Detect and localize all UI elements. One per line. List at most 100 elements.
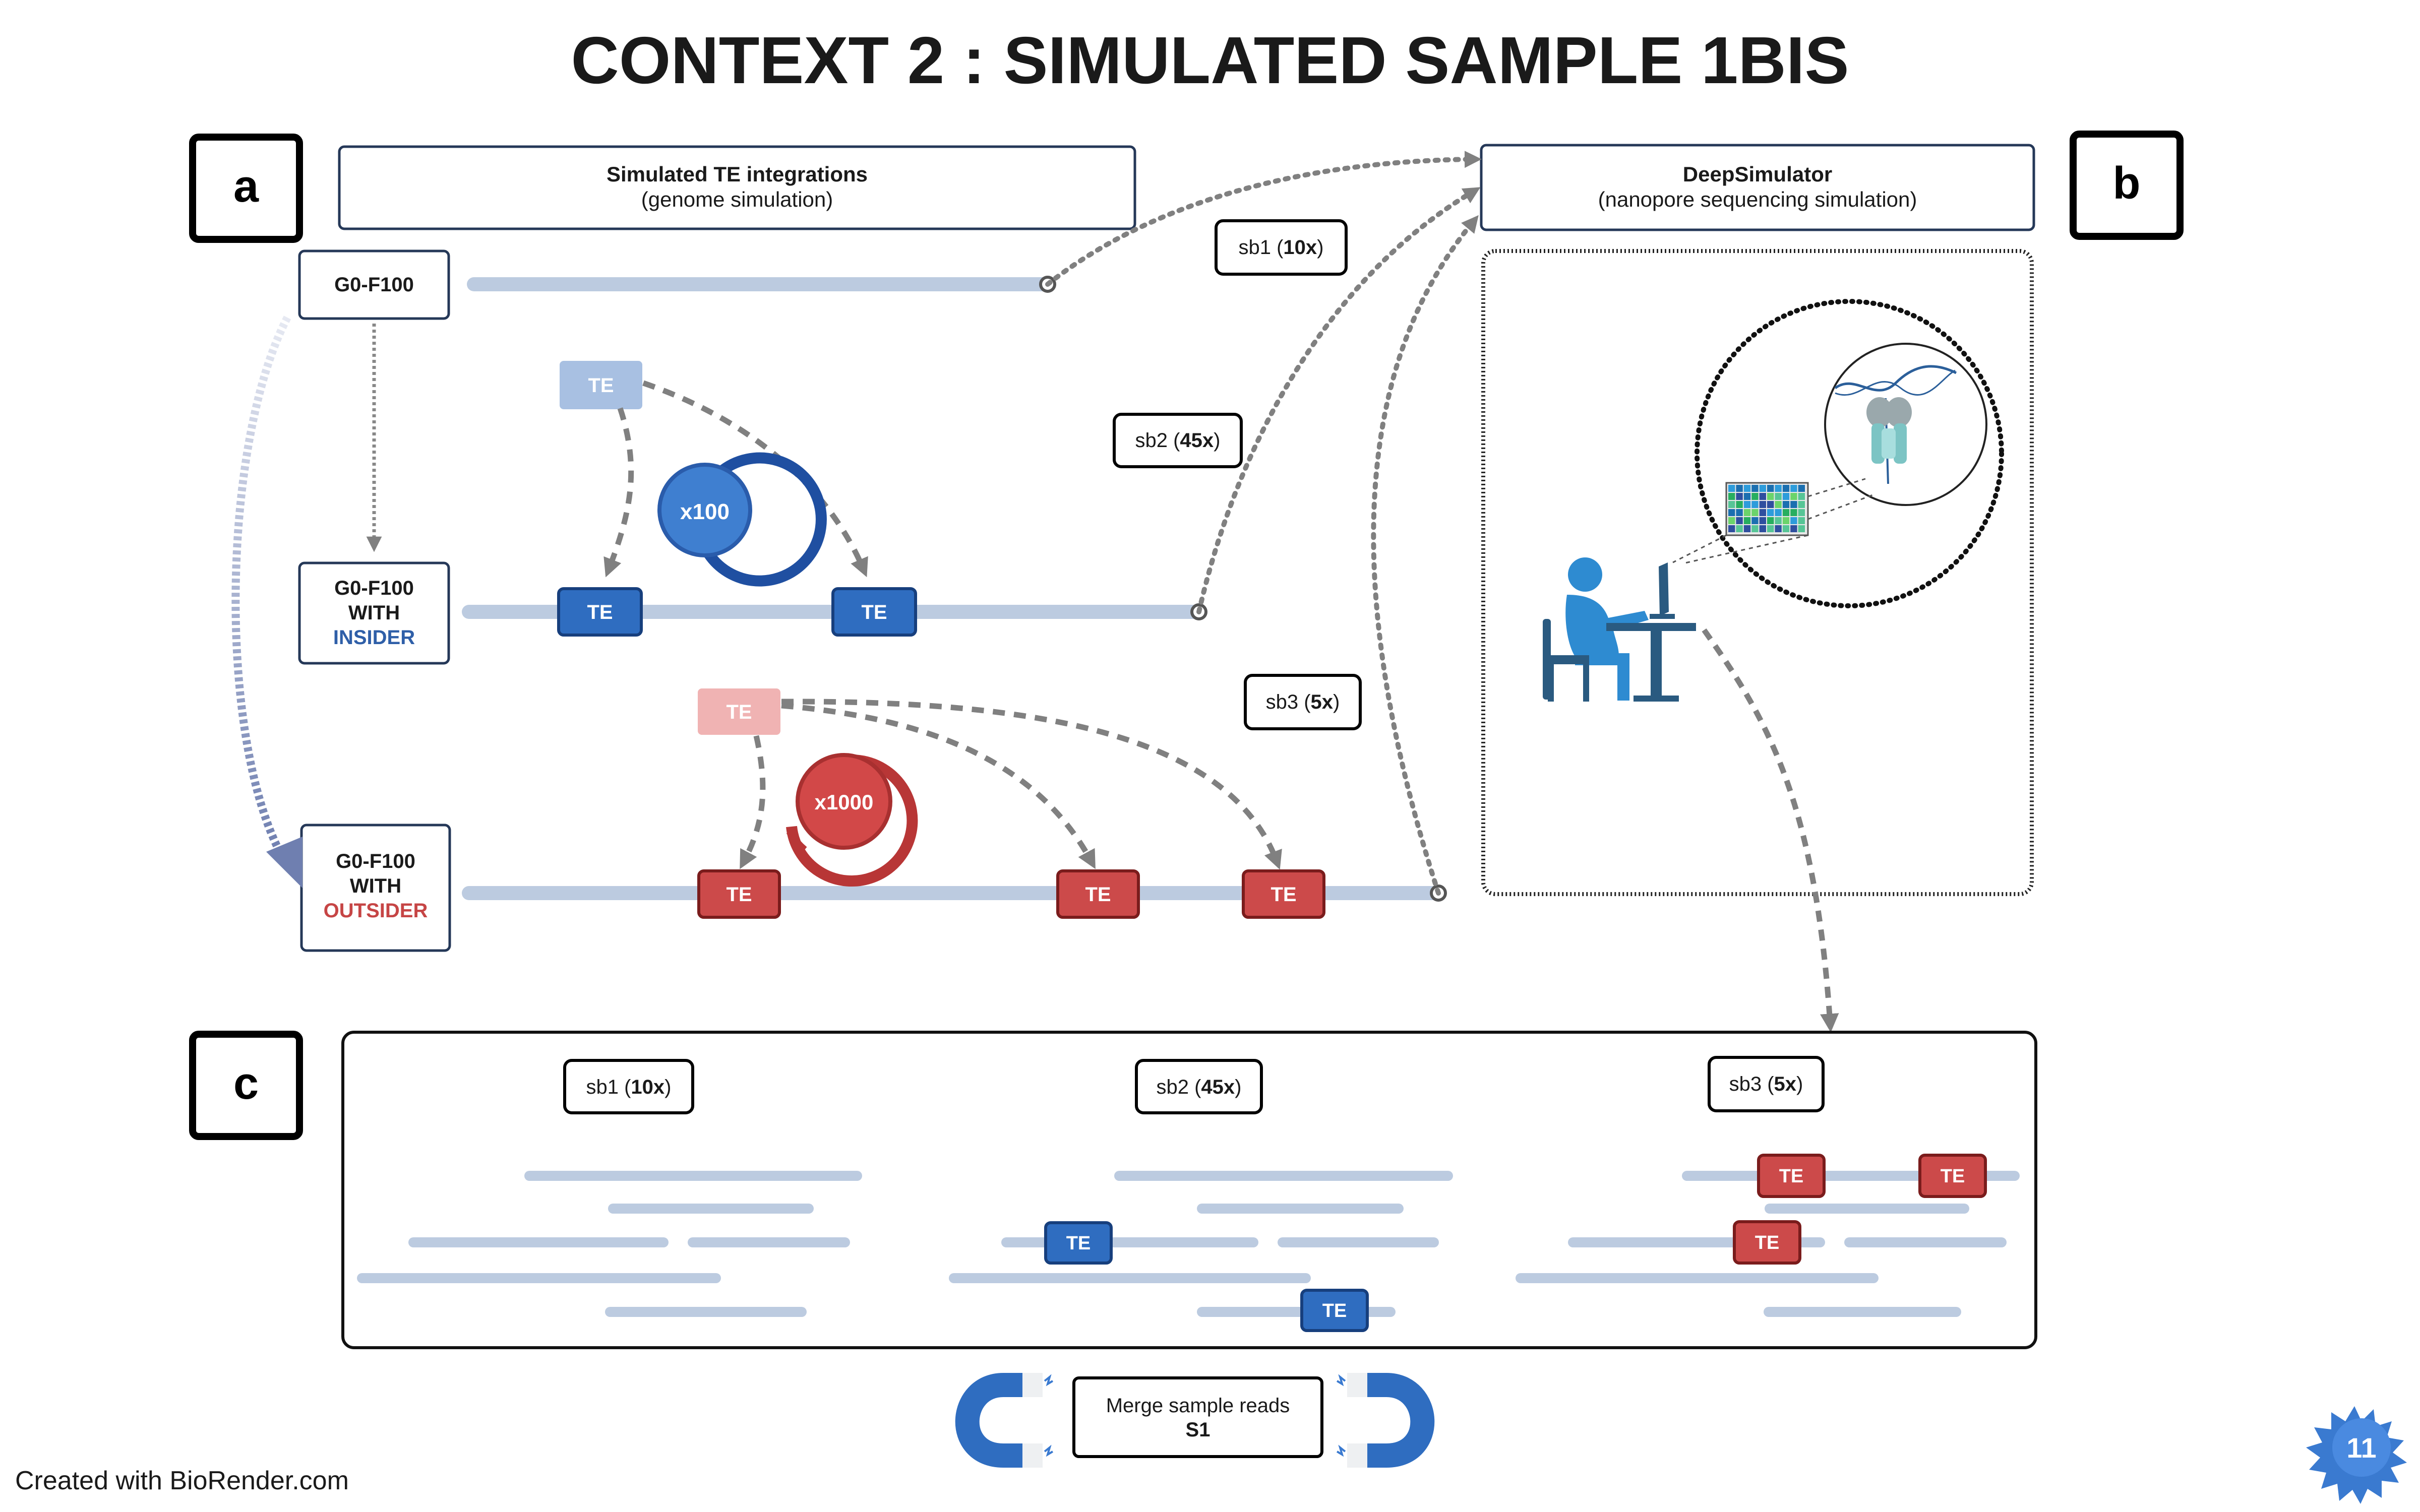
flowcell-cell [1743,525,1751,532]
flowcell-cell [1767,509,1774,516]
insider-cycle-badge: x100 [657,452,827,587]
flowcell-cell [1751,501,1759,508]
flowcell-cell [1751,525,1759,532]
page-number: 11 [2346,1432,2376,1464]
reads-sb2-te: TE TE [1044,1221,1369,1332]
flowcell-cell [1751,485,1759,492]
flowcell-cell [1767,493,1774,500]
flowcell-cell [1759,525,1766,532]
sample-label-sb2: sb2 (45x) [1113,413,1243,468]
arrow-insider-te-1 [603,407,634,578]
flowcell-cell [1743,485,1751,492]
flowcell-cell [1759,509,1766,516]
flowcell-cell [1751,493,1759,500]
outsider-te-2: TE [1056,869,1140,919]
flowcell-cell [1775,493,1782,500]
simulated-te-title: Simulated TE integrations [607,162,868,186]
flowcell-cell [1767,525,1774,532]
merge-line2: S1 [1186,1419,1211,1441]
flowcell-cell [1790,493,1797,500]
sb2-close: ) [1214,429,1220,452]
reads-sb3-coverage: 5x [1774,1073,1797,1095]
arrow-sb1-sequencing [1045,151,1482,287]
flowcell-cell [1782,493,1790,500]
simulated-te-box: Simulated TE integrations (genome simula… [338,145,1136,230]
flowcell-cell [1767,517,1774,524]
simulated-te-subtitle: (genome simulation) [641,187,833,211]
deepsimulator-subtitle: (nanopore sequencing simulation) [1598,187,1917,211]
flowcell-cell [1759,485,1766,492]
nanopore-protein-icon [1866,397,1912,464]
flowcell-cell [1790,485,1797,492]
flowcell-cell [1736,517,1743,524]
deepsimulator-box: DeepSimulator (nanopore sequencing simul… [1480,144,2035,231]
flowcell-cell [1743,517,1751,524]
svg-text:sb3 (5x): sb3 (5x) [1266,691,1340,713]
reads-sb1-coverage: 10x [631,1076,664,1098]
reads-sb3-label: sb3 (5x) [1708,1056,1825,1112]
flowcell-cell [1736,493,1743,500]
flowcell-cell [1736,525,1743,532]
arrow-to-reads [1702,628,1839,1033]
read-te-insider-1-label: TE [1066,1233,1091,1254]
flowcell-cell [1759,493,1766,500]
flowcell-cell [1790,525,1797,532]
reads-sb1-name: sb1 ( [586,1076,631,1098]
deepsimulator-title: DeepSimulator [1683,162,1832,186]
insider-te-2-label: TE [861,601,887,623]
flowcell-cell [1798,517,1805,524]
magnet-left-icon [955,1373,1054,1468]
read-te-outsider [1918,1154,1987,1198]
genome-box-insider: G0-F100 WITH INSIDER [298,561,450,665]
read-te-outsider [1757,1154,1826,1198]
sb3-close: ) [1333,691,1340,713]
flowcell-cell [1798,509,1805,516]
flowcell-cell [1798,501,1805,508]
insider-te-1: TE [557,587,643,637]
reads-sb3-te: TE TE TE [1733,1154,1987,1265]
flowcell-cell [1728,517,1735,524]
reads-sb3-name: sb3 ( [1729,1073,1775,1095]
outsider-line2: WITH [350,875,401,897]
panel-letter-a: a [233,161,259,212]
page-title: CONTEXT 2 : SIMULATED SAMPLE 1BIS [571,23,1849,97]
arrow-outsider-te-1 [740,735,766,869]
outsider-te-3-label: TE [1270,884,1296,906]
outsider-te-2-label: TE [1085,884,1111,906]
flowcell-cell [1736,501,1743,508]
svg-text:sb3 (5x): sb3 (5x) [1729,1073,1803,1095]
panel-label-c: c [189,1031,303,1140]
panel-label-a: a [189,134,303,243]
outsider-multiplier: x1000 [815,790,874,814]
flowcell-cell [1775,517,1782,524]
sb1-coverage: 10x [1283,236,1317,259]
flowcell-cell [1775,501,1782,508]
panel-letter-c: c [233,1058,259,1109]
flowcell-cell [1728,485,1735,492]
sample-label-sb1: sb1 (10x) [1215,219,1348,276]
read-te-outsider-3-label: TE [1755,1232,1780,1253]
footer-credit: Created with BioRender.com [15,1466,349,1495]
svg-text:sb2 (45x): sb2 (45x) [1156,1076,1241,1098]
sequencing-illustration [1481,249,2034,1033]
flowcell-cell [1790,517,1797,524]
outsider-source-te-label: TE [726,701,752,723]
merge-box: Merge sample reads S1 [1072,1376,1323,1458]
flowcell-cell [1743,509,1751,516]
flowcell-cell [1798,525,1805,532]
arrow-g0-to-outsider-head [266,837,302,888]
outsider-te-1: TE [697,869,781,919]
outsider-te-3: TE [1242,869,1325,919]
flowcell-cell [1798,493,1805,500]
panel-label-b: b [2070,131,2184,240]
flowcell-cell [1782,517,1790,524]
outsider-line3: OUTSIDER [324,900,428,922]
flowcell-cell [1790,501,1797,508]
reads-sb2-close: ) [1235,1076,1241,1098]
flowcell-cell [1790,509,1797,516]
reads-sb1-label: sb1 (10x) [563,1059,694,1114]
insider-source-te-label: TE [588,374,614,397]
reads-panel [341,1031,2037,1349]
